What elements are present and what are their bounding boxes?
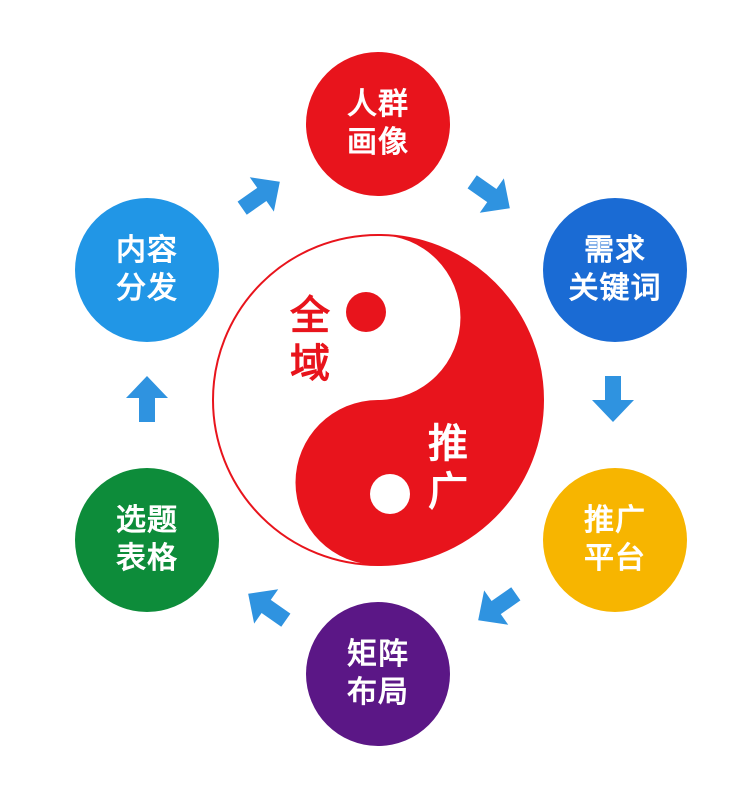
yin-yang-red-half [295,235,543,565]
arrow-icon [478,587,521,625]
node-label-line2: 分发 [116,271,178,306]
node-label-line2: 平台 [584,541,646,576]
node-label-line1: 选题 [116,503,178,538]
arrow-icon [126,376,168,422]
yin-yang-white-dot [370,474,410,514]
node-neirong-fenfa: 内容 分发 [75,198,219,342]
arrow-icon [237,177,280,215]
arrow-icon [467,175,510,213]
node-xuanti-biaoge: 选题 表格 [75,468,219,612]
center-right-char-1: 推 [428,421,468,467]
node-label-line1: 人群 [347,87,409,122]
node-juzhen-buju: 矩阵 布局 [306,602,450,746]
node-label-line1: 推广 [584,503,646,538]
yin-yang-red-dot [346,292,386,332]
node-label-line2: 表格 [116,541,178,576]
node-label-line2: 画像 [347,125,409,160]
center-right-char-2: 广 [428,469,468,515]
node-label-line1: 需求 [584,233,646,268]
arrow-icon [248,589,291,627]
center-left-char-1: 全 [290,293,330,339]
node-label-line2: 布局 [347,675,409,710]
node-tuiguang-pingtai: 推广 平台 [543,468,687,612]
node-label-line1: 矩阵 [347,637,409,672]
node-label-line2: 关键词 [568,271,662,306]
arrow-icon [592,376,634,422]
node-xuqiu-guanjianci: 需求 关键词 [543,198,687,342]
yin-yang-outline [212,234,544,566]
node-renqun-huaxiang: 人群 画像 [306,52,450,196]
center-left-char-2: 域 [290,341,330,387]
node-label-line1: 内容 [116,233,178,268]
